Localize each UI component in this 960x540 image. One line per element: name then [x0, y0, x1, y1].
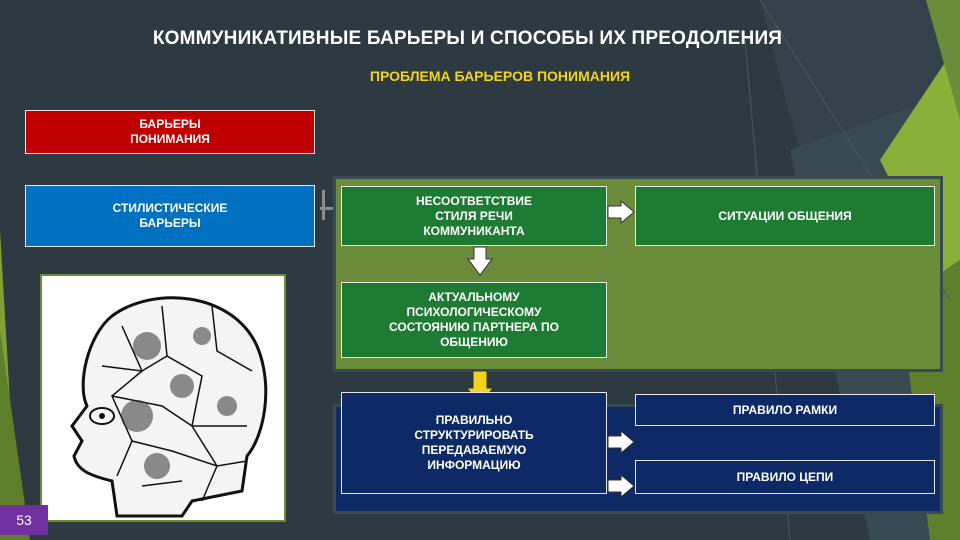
stylistic-label: СТИЛИСТИЧЕСКИЕ БАРЬЕРЫ [112, 201, 228, 230]
slide-subtitle: ПРОБЛЕМА БАРЬЕРОВ ПОНИМАНИЯ [369, 68, 631, 84]
arrow-right-icon [607, 430, 635, 454]
arrow-down-icon [467, 246, 493, 276]
style-mismatch-box: НЕСООТВЕТСТВИЕ СТИЛЯ РЕЧИ КОММУНИКАНТА [341, 186, 607, 246]
chain-rule-label: ПРАВИЛО ЦЕПИ [736, 469, 834, 484]
structure-info-box: ПРАВИЛЬНО СТРУКТУРИРОВАТЬ ПЕРЕДАВАЕМУЮ И… [341, 392, 607, 494]
communication-situation-box: СИТУАЦИИ ОБЩЕНИЯ [635, 186, 935, 246]
state-label: АКТУАЛЬНОМУ ПСИХОЛОГИЧЕСКОМУ СОСТОЯНИЮ П… [389, 290, 559, 349]
psychological-state-box: АКТУАЛЬНОМУ ПСИХОЛОГИЧЕСКОМУ СОСТОЯНИЮ П… [341, 282, 607, 358]
slide-title: КОММУНИКАТИВНЫЕ БАРЬЕРЫ И СПОСОБЫ ИХ ПРЕ… [152, 28, 783, 49]
situation-label: СИТУАЦИИ ОБЩЕНИЯ [718, 208, 852, 223]
frame-rule-label: ПРАВИЛО РАМКИ [732, 402, 838, 417]
connector-line [320, 207, 342, 210]
connector-line [322, 190, 325, 220]
barriers-of-understanding-box: БАРЬЕРЫ ПОНИМАНИЯ [25, 110, 315, 154]
barriers-label: БАРЬЕРЫ ПОНИМАНИЯ [130, 117, 210, 146]
arrow-right-icon [607, 200, 635, 224]
chain-rule-box: ПРАВИЛО ЦЕПИ [635, 460, 935, 494]
frame-rule-box: ПРАВИЛО РАМКИ [635, 394, 935, 426]
page-number: 53 [0, 505, 48, 535]
mismatch-label: НЕСООТВЕТСТВИЕ СТИЛЯ РЕЧИ КОММУНИКАНТА [415, 193, 533, 238]
head-puzzle-icon [70, 296, 268, 518]
arrow-right-icon [607, 474, 635, 498]
structure-label: ПРАВИЛЬНО СТРУКТУРИРОВАТЬ ПЕРЕДАВАЕМУЮ И… [414, 413, 534, 472]
stylistic-barriers-box: СТИЛИСТИЧЕСКИЕ БАРЬЕРЫ [25, 185, 315, 247]
head-puzzle-illustration [40, 274, 286, 522]
